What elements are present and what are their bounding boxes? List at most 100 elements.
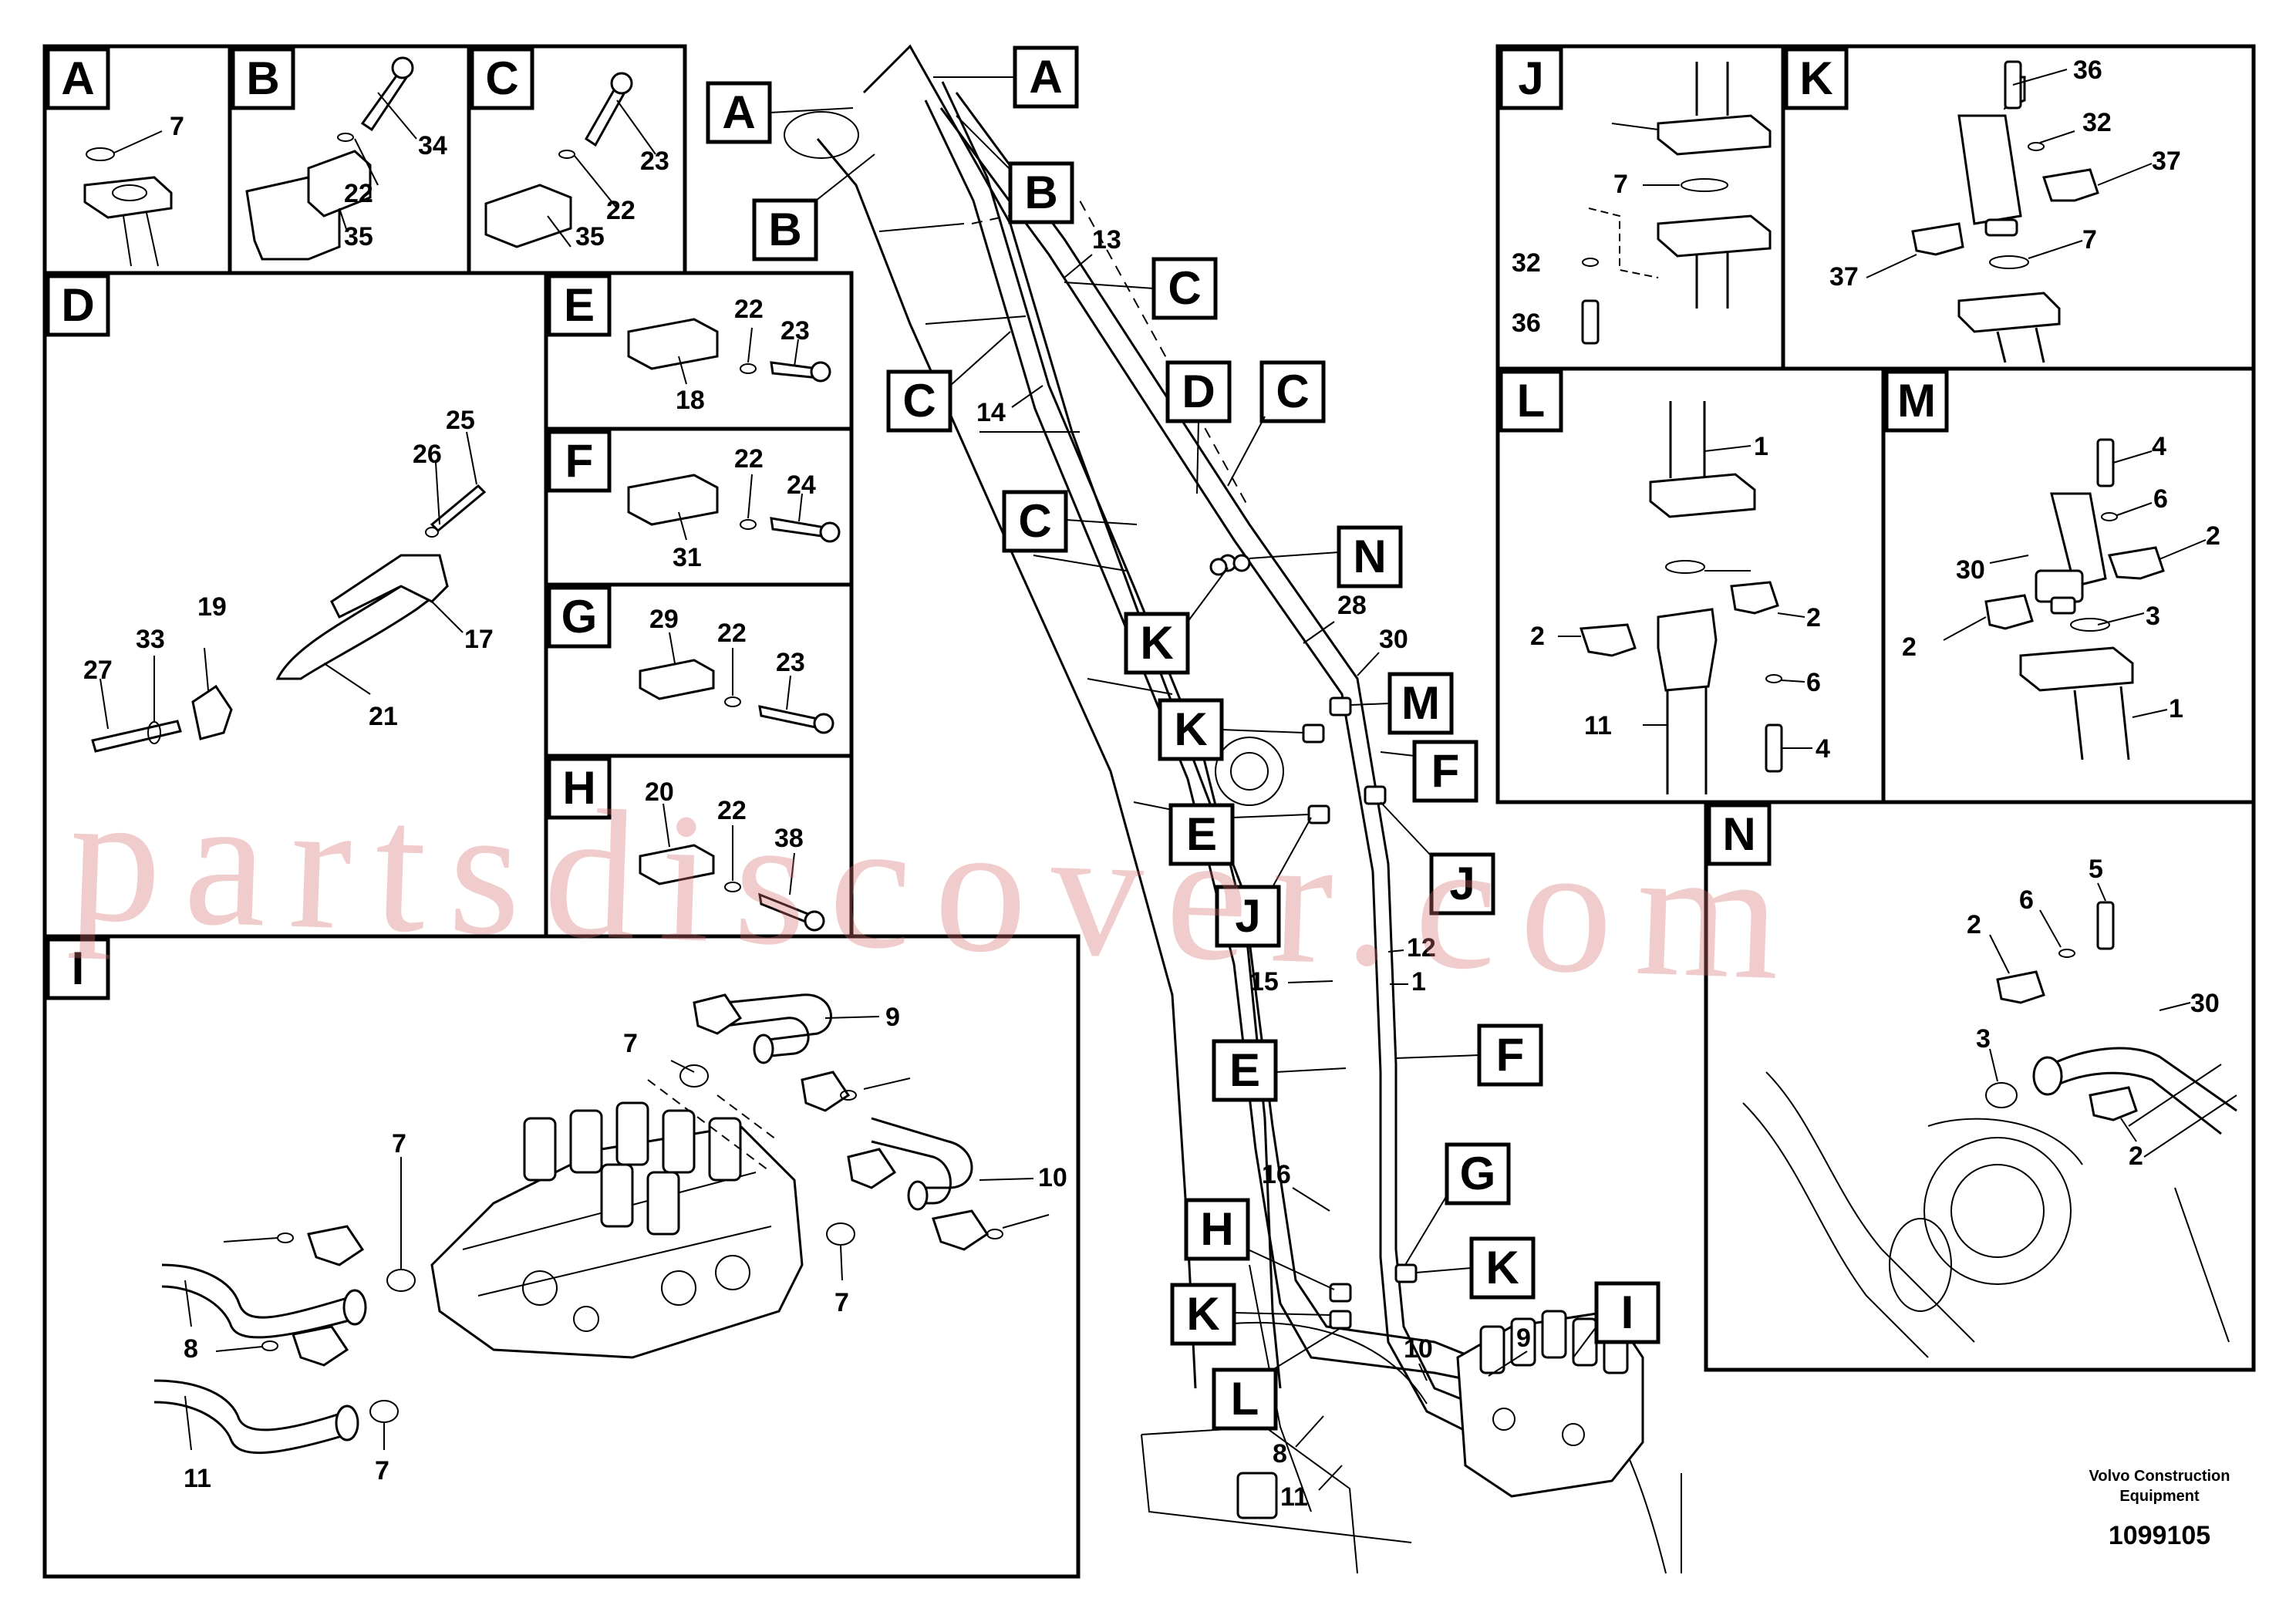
- part-11: 11: [184, 1464, 211, 1493]
- part-7: 7: [2082, 225, 2097, 255]
- part-25: 25: [446, 406, 475, 435]
- part-29: 29: [649, 605, 679, 634]
- callout-l: L: [1212, 1327, 1341, 1431]
- part-7: 7: [1613, 170, 1628, 199]
- callout-n: N: [1249, 525, 1403, 588]
- svg-text:J: J: [1449, 858, 1475, 909]
- panel-label-j: J: [1499, 47, 1563, 110]
- panel-m-drawing: 4 6 30 2 2 3 1: [1902, 432, 2220, 760]
- svg-text:J: J: [1518, 52, 1543, 104]
- part-35: 35: [344, 222, 373, 251]
- panel-label-e: E: [547, 274, 612, 337]
- part-22: 22: [734, 295, 764, 324]
- part-22: 22: [717, 796, 747, 825]
- part-6: 6: [2019, 885, 2034, 915]
- panel-g-drawing: 29 22 23: [639, 605, 834, 734]
- part-38: 38: [774, 824, 804, 853]
- svg-text:M: M: [1897, 375, 1936, 427]
- callout-k-lower: K: [1170, 1283, 1331, 1346]
- svg-text:F: F: [565, 435, 594, 487]
- part-20: 20: [645, 777, 674, 807]
- part-11: 11: [1584, 711, 1612, 740]
- part-31: 31: [673, 543, 702, 572]
- panel-l-drawing: 1 2 2 6 11 4: [1530, 401, 1830, 794]
- part-22: 22: [717, 619, 747, 648]
- svg-text:N: N: [1722, 808, 1755, 860]
- svg-text:C: C: [902, 375, 936, 427]
- callout-m: M: [1350, 672, 1454, 735]
- part-3: 3: [2146, 602, 2160, 631]
- callout-i: I: [1573, 1281, 1660, 1358]
- callout-a-right: A: [933, 46, 1079, 109]
- callout-c-lower: C: [1002, 490, 1138, 553]
- part-6: 6: [2153, 484, 2168, 514]
- callout-e-upper: E: [1168, 803, 1310, 866]
- svg-text:E: E: [564, 279, 595, 331]
- part-16: 16: [1262, 1160, 1291, 1189]
- svg-text:G: G: [1460, 1148, 1496, 1199]
- part-7: 7: [392, 1129, 406, 1158]
- panel-a-drawing: 7: [83, 112, 184, 267]
- panel-frames: [42, 44, 2256, 1579]
- callout-b-left: B: [752, 153, 875, 261]
- part-6: 6: [1806, 668, 1821, 697]
- part-37: 37: [2152, 147, 2181, 176]
- part-27: 27: [83, 656, 113, 685]
- svg-text:K: K: [1174, 703, 1207, 755]
- part-9: 9: [1516, 1324, 1531, 1353]
- svg-text:E: E: [1229, 1044, 1260, 1096]
- part-1: 1: [1754, 432, 1768, 461]
- callout-c-left: C: [886, 331, 1011, 433]
- svg-text:M: M: [1401, 677, 1440, 729]
- panel-label-n: N: [1707, 803, 1772, 866]
- part-36: 36: [1512, 309, 1541, 338]
- part-17: 17: [464, 625, 494, 654]
- svg-text:K: K: [1485, 1242, 1519, 1293]
- part-23: 23: [640, 147, 669, 176]
- part-2: 2: [1530, 622, 1545, 651]
- part-22: 22: [344, 179, 373, 208]
- callout-g: G: [1404, 1142, 1511, 1266]
- svg-text:G: G: [561, 591, 598, 642]
- callout-a-left: A: [706, 81, 854, 144]
- part-2: 2: [1902, 632, 1917, 662]
- panel-label-h: H: [547, 757, 612, 820]
- part-12: 12: [1407, 933, 1436, 963]
- part-11: 11: [1280, 1482, 1308, 1512]
- part-15: 15: [1249, 967, 1279, 996]
- svg-text:K: K: [1186, 1288, 1219, 1340]
- svg-text:C: C: [485, 52, 518, 104]
- part-5: 5: [2089, 855, 2103, 884]
- svg-text:J: J: [1235, 890, 1260, 942]
- panel-label-l: L: [1499, 369, 1563, 433]
- svg-text:A: A: [722, 86, 755, 138]
- callout-b-right: B: [956, 115, 1074, 224]
- part-8: 8: [184, 1334, 198, 1364]
- svg-text:A: A: [61, 52, 94, 104]
- part-22: 22: [606, 196, 636, 225]
- callout-k-right: K: [1415, 1236, 1536, 1300]
- part-1: 1: [2169, 694, 2183, 723]
- part-34: 34: [418, 131, 447, 160]
- part-33: 33: [136, 625, 165, 654]
- part-14: 14: [976, 398, 1006, 427]
- part-24: 24: [787, 470, 816, 500]
- callout-h: H: [1184, 1198, 1335, 1290]
- svg-text:D: D: [61, 279, 94, 331]
- part-30: 30: [2190, 989, 2220, 1018]
- part-18: 18: [676, 386, 705, 415]
- panel-e-drawing: 22 23 18: [627, 295, 831, 415]
- part-2: 2: [2129, 1141, 2143, 1171]
- part-1: 1: [1411, 967, 1426, 996]
- svg-text:C: C: [1018, 495, 1051, 547]
- panel-i-drawing: 9 7 10 7 7 8 11 7: [153, 993, 1067, 1493]
- part-10: 10: [1038, 1163, 1067, 1192]
- svg-text:B: B: [768, 204, 801, 255]
- part-23: 23: [776, 648, 805, 677]
- svg-text:B: B: [246, 52, 279, 104]
- part-32: 32: [2082, 108, 2112, 137]
- panel-label-d: D: [46, 274, 110, 337]
- panel-label-m: M: [1884, 369, 1949, 433]
- part-7: 7: [170, 112, 184, 141]
